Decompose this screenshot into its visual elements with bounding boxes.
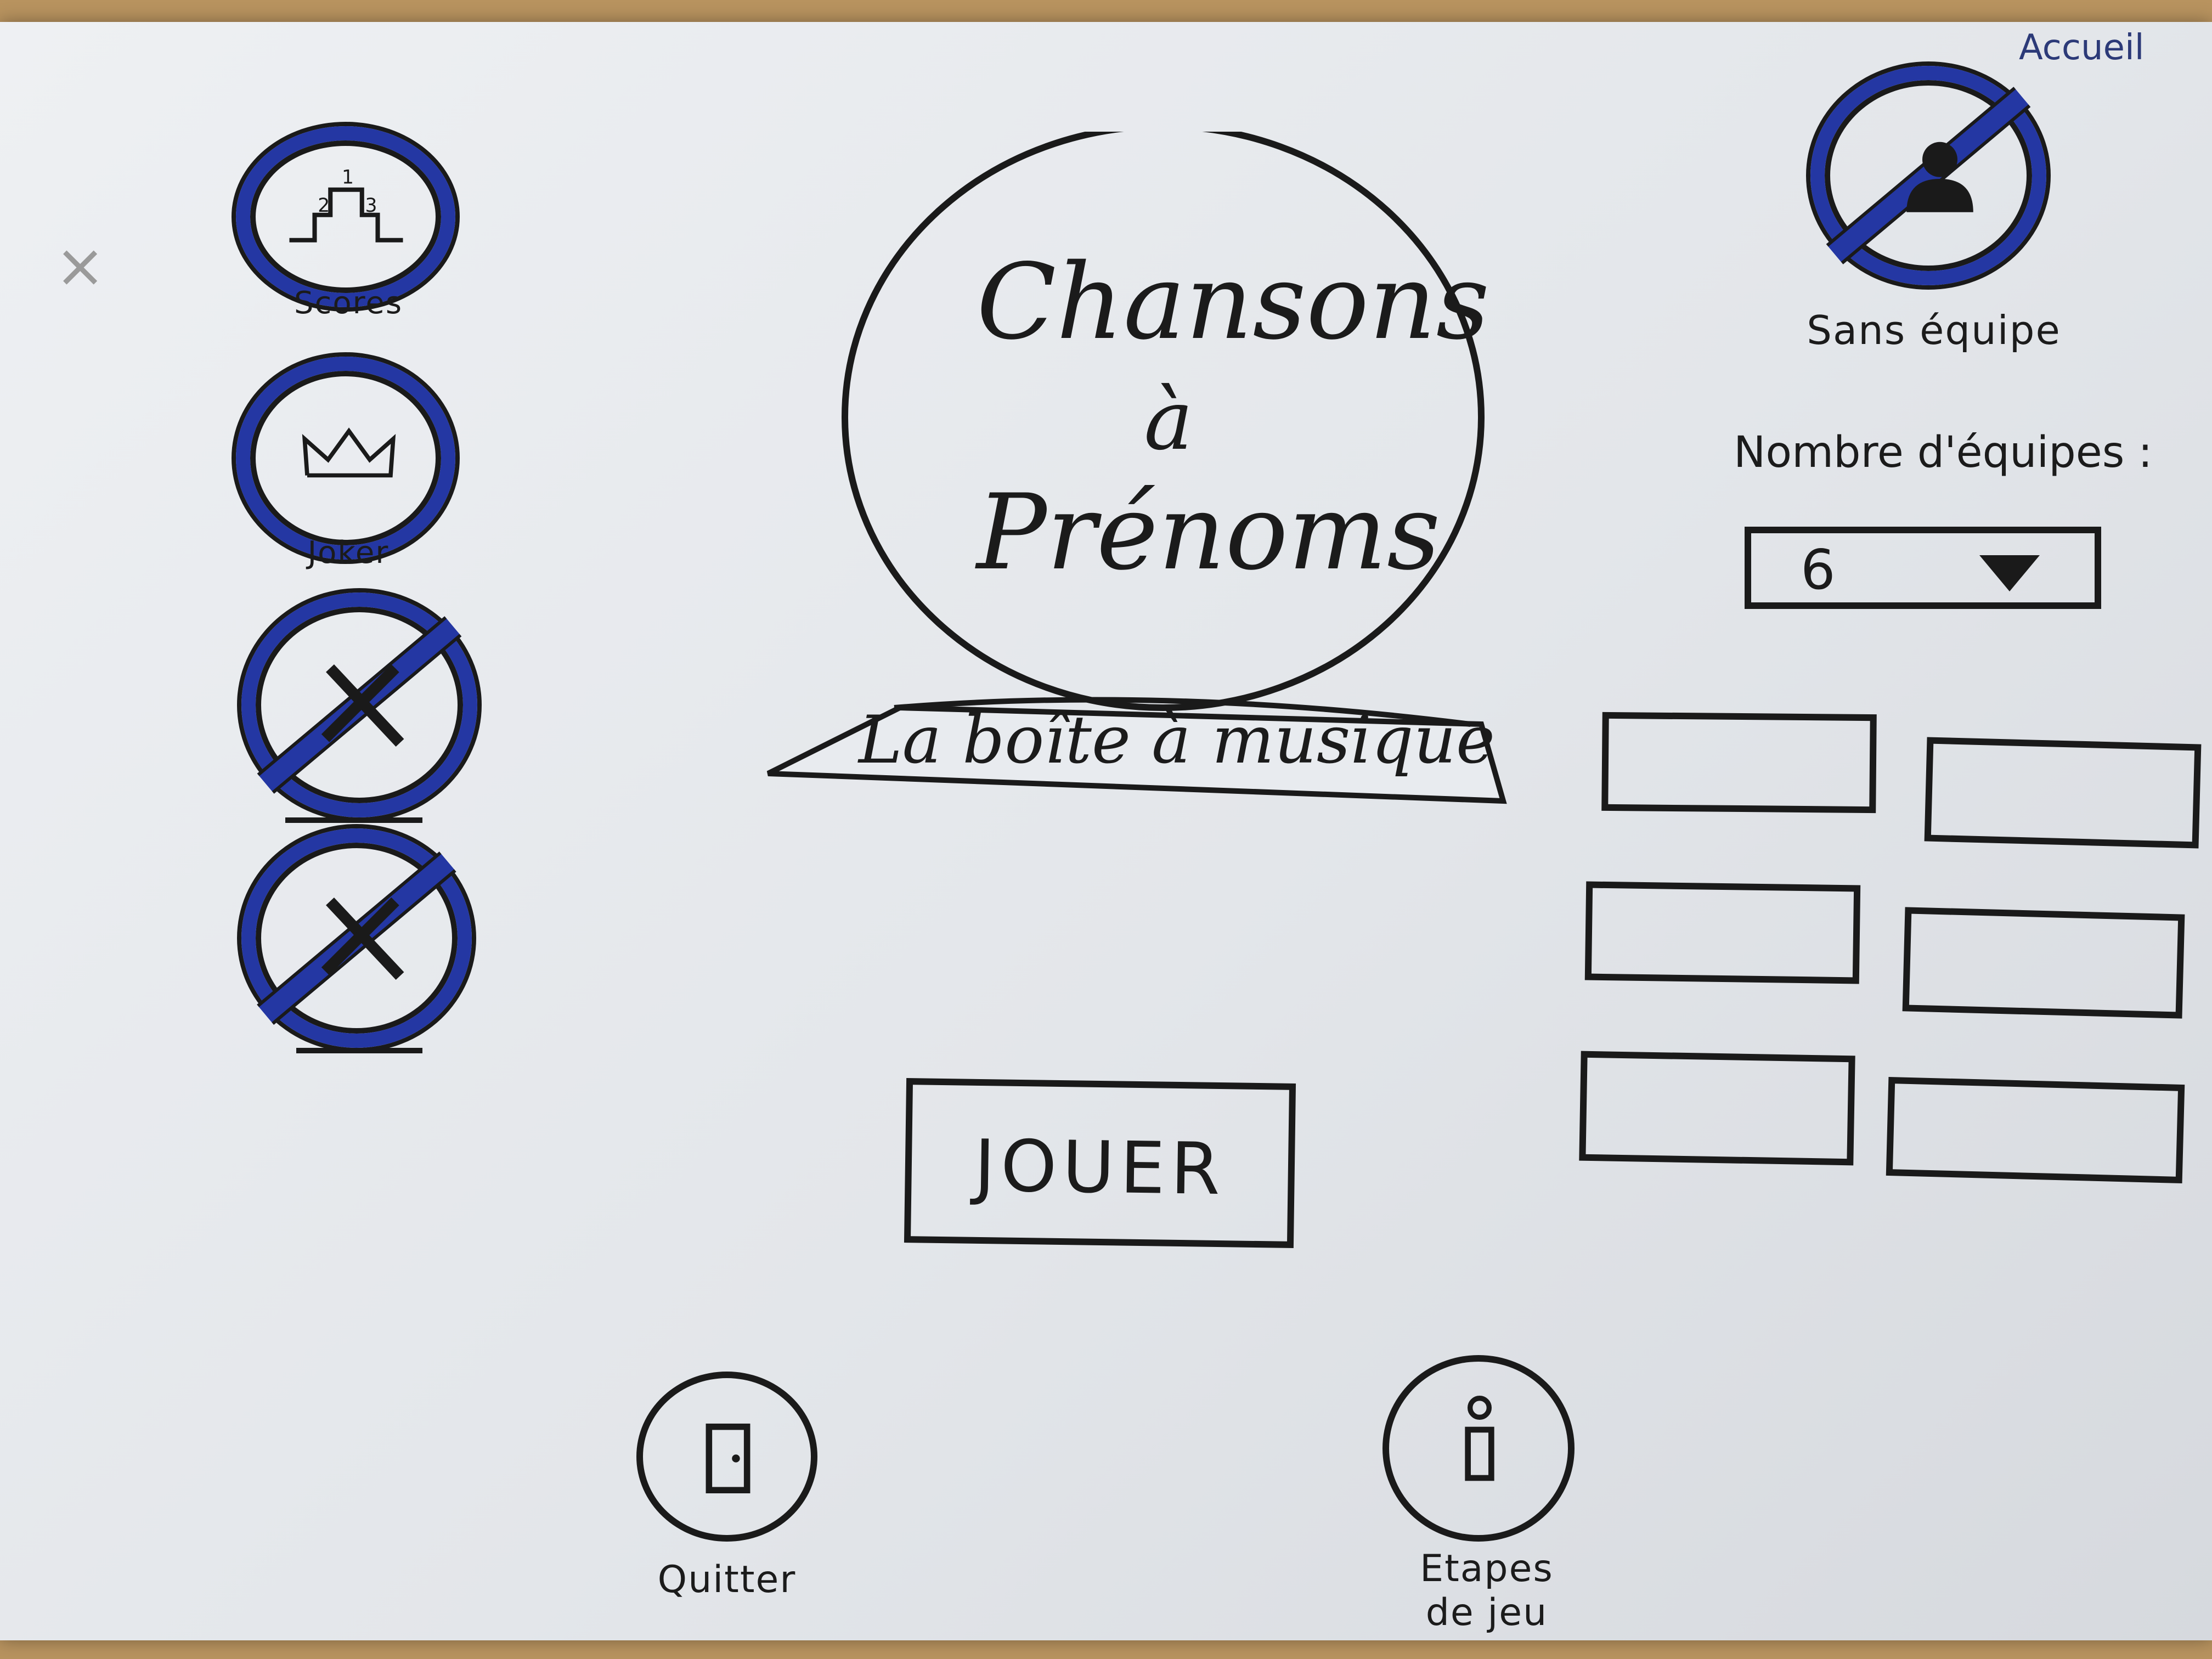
game-steps-button[interactable] — [1383, 1355, 1575, 1542]
disabled-slot-button-2[interactable] — [241, 828, 472, 1048]
team-name-input-1[interactable] — [1601, 712, 1877, 814]
team-name-input-4[interactable] — [1902, 907, 2185, 1019]
logo-title-line1: Chansons — [977, 241, 1490, 363]
dropdown-arrow-icon — [1979, 555, 2040, 591]
play-button-label: JOUER — [973, 1124, 1227, 1211]
info-icon — [1465, 1396, 1494, 1481]
play-button[interactable]: JOUER — [904, 1078, 1296, 1248]
scores-label: Scores — [294, 285, 403, 321]
scores-button[interactable]: 1 2 3 — [236, 126, 455, 307]
logo-title-line2: à — [1144, 373, 1193, 469]
podium-second: 2 — [318, 195, 330, 217]
team-name-input-6[interactable] — [1886, 1076, 2185, 1184]
podium-first: 1 — [342, 166, 354, 188]
page-title: Accueil — [2019, 27, 2145, 68]
team-count-label: Nombre d'équipes : — [1734, 428, 2153, 477]
team-name-input-3[interactable] — [1584, 881, 1861, 984]
door-icon — [706, 1423, 751, 1493]
logo-title-line3: Prénoms — [977, 472, 1441, 593]
cross-icon — [321, 897, 404, 980]
person-icon — [1906, 142, 1973, 212]
music-box-logo — [766, 132, 1507, 804]
game-steps-label-line1: Etapes — [1420, 1547, 1554, 1590]
podium-third: 3 — [365, 195, 377, 217]
disabled-slot-button-1[interactable] — [241, 592, 477, 817]
slot-underline-2 — [296, 1048, 422, 1053]
crown-icon — [302, 427, 396, 478]
joker-label: Joker — [307, 535, 390, 571]
no-team-label: Sans équipe — [1807, 307, 2061, 353]
quit-label: Quitter — [657, 1558, 797, 1601]
game-steps-label-line2: de jeu — [1425, 1591, 1548, 1634]
team-name-input-5[interactable] — [1579, 1051, 1855, 1166]
team-count-value: 6 — [1801, 538, 1836, 602]
sketch-page: Accueil × 1 2 3 Scores Joker — [0, 22, 2212, 1640]
logo-subtitle: La boîte à musique — [858, 702, 1496, 778]
team-count-select[interactable]: 6 — [1745, 527, 2101, 609]
podium-icon: 1 2 3 — [289, 166, 403, 242]
team-name-input-2[interactable] — [1924, 737, 2202, 849]
no-team-toggle[interactable] — [1810, 66, 2046, 285]
stray-mark-icon: × — [55, 230, 106, 301]
quit-button[interactable] — [636, 1372, 817, 1542]
joker-button[interactable] — [236, 357, 455, 560]
cross-icon — [321, 664, 404, 747]
slot-underline-1 — [285, 817, 422, 823]
